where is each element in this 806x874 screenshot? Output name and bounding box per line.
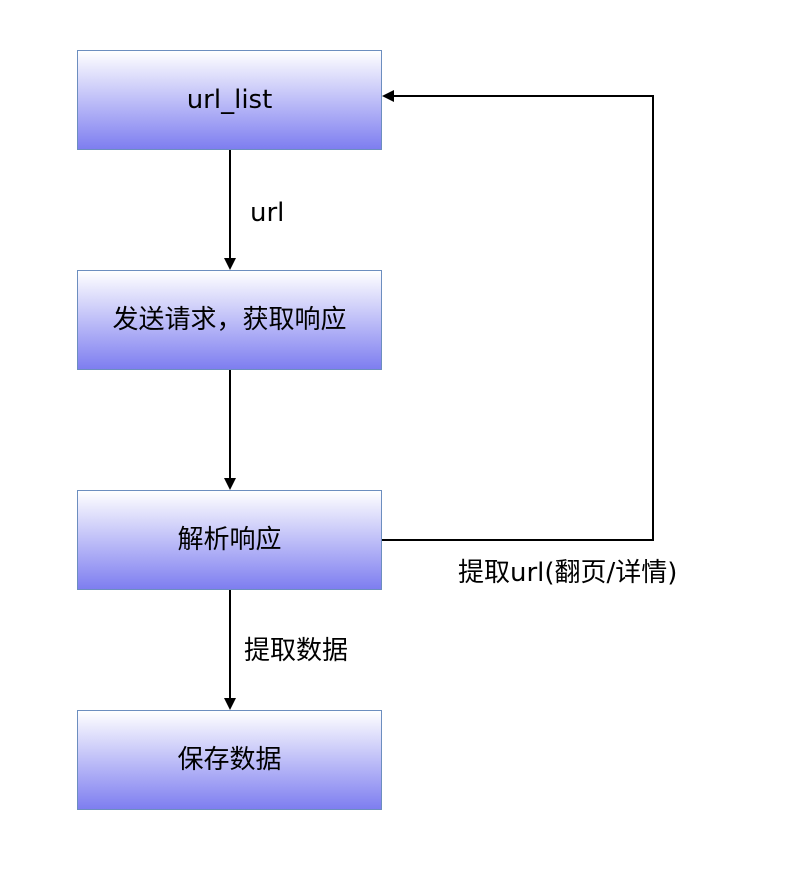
node-parse-response: 解析响应 [77,490,382,590]
node-parse-response-label: 解析响应 [177,525,282,555]
node-save-data-label: 保存数据 [177,745,282,775]
edge-label-url: url [250,198,285,228]
arrow-parse-response-loop-to-url-list [382,90,654,541]
node-save-data: 保存数据 [77,710,382,810]
node-send-request: 发送请求，获取响应 [77,270,382,370]
edge-label-extract-data: 提取数据 [244,636,349,666]
node-url-list-label: url_list [186,85,273,115]
node-url-list: url_list [77,50,382,150]
edge-label-extract-url: 提取url(翻页/详情) [458,558,678,588]
node-send-request-label: 发送请求，获取响应 [112,305,347,335]
